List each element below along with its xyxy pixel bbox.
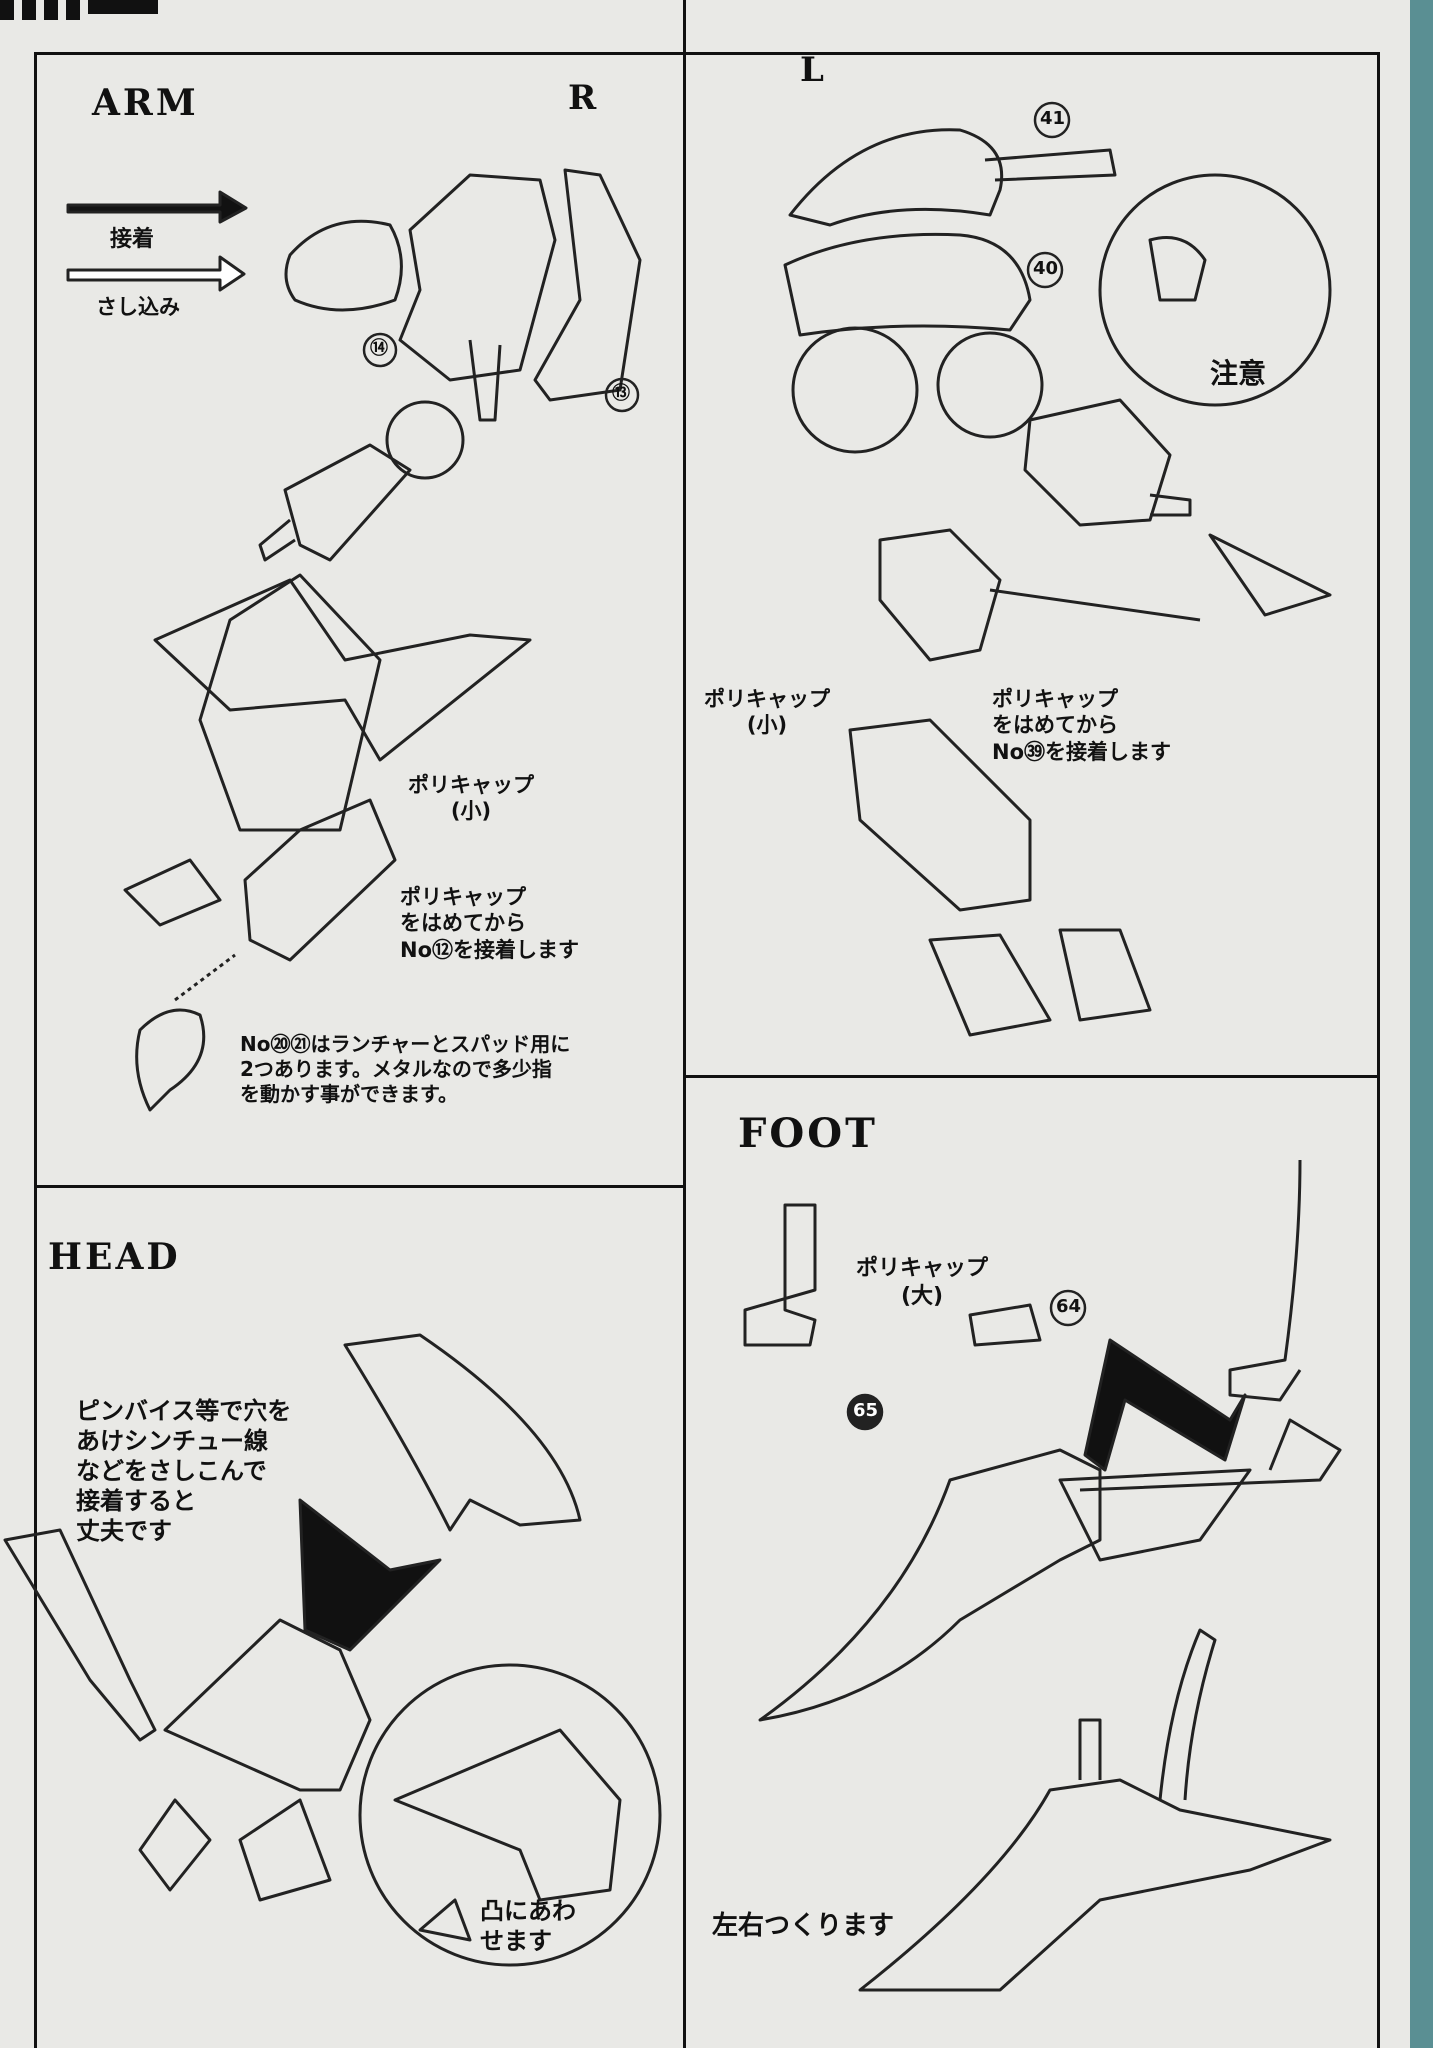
part-14-label: ⑭ xyxy=(370,338,388,359)
left-divider xyxy=(34,1185,686,1188)
foot-pin-part xyxy=(743,1203,817,1347)
caution-label: 注意 xyxy=(1210,357,1267,390)
polycap-note-r: ポリキャップ をはめてから No⑫を接着します xyxy=(400,885,580,962)
head-align-note: 凸にあわ せます xyxy=(480,1897,576,1955)
l-hand-part xyxy=(1058,928,1152,1022)
head-z-arrow xyxy=(298,1498,442,1652)
foot-polycap-part xyxy=(968,1303,1042,1347)
insert-arrow-icon xyxy=(66,255,246,292)
head-crest-part xyxy=(343,1333,582,1532)
head-tip-note: ピンバイス等で穴を あけシンチュー線 などをさしこんで 接着すると 丈夫です xyxy=(76,1397,292,1545)
detail-circle xyxy=(1098,173,1332,407)
part-41-label: 41 xyxy=(1040,108,1066,129)
assembled-foot-part xyxy=(858,1778,1332,1992)
l-upper-arm-part xyxy=(1023,398,1172,527)
side-r-label: R xyxy=(568,78,600,118)
head-block-part xyxy=(163,1618,372,1792)
l-elbow-part xyxy=(878,528,1002,662)
foot-both-sides: 左右つくります xyxy=(712,1911,895,1941)
l-forearm-part xyxy=(848,718,1032,912)
part-64-label: 64 xyxy=(1056,1296,1082,1317)
polycap-note-l: ポリキャップ をはめてから No㊴を接着します xyxy=(992,687,1172,764)
wrist-block-part xyxy=(123,858,222,927)
center-divider xyxy=(683,0,686,2048)
side-l-label: L xyxy=(800,50,827,90)
foot-title: FOOT xyxy=(738,1110,878,1157)
head-antenna-part xyxy=(3,1528,157,1742)
metal-note: No⑳㉑はランチャーとスパッド用に 2つあります。メタルなので多少指 を動かす事… xyxy=(240,1032,571,1106)
part-65-label: 65 xyxy=(853,1400,879,1421)
shoulder-plate-part xyxy=(533,168,642,402)
head-title: HEAD xyxy=(48,1236,181,1278)
outer-frame xyxy=(34,52,1380,2048)
right-divider xyxy=(683,1075,1380,1078)
part-13-label: ⑬ xyxy=(612,383,630,404)
foot-body-part xyxy=(758,1448,1102,1722)
upper-arm-part xyxy=(283,443,412,562)
corner-stripes xyxy=(0,0,160,20)
l-shoulder-cap-part xyxy=(788,128,1004,227)
glue-arrow-icon xyxy=(66,190,248,224)
forearm-z-outline xyxy=(153,578,532,762)
l-shoulder-armor-part xyxy=(783,232,1032,337)
l-cuff-part xyxy=(928,933,1052,1037)
legend-glue-label: 接着 xyxy=(110,227,155,252)
hand-mount-part xyxy=(243,798,397,962)
polycap-small-l: ポリキャップ (小) xyxy=(704,687,830,738)
foot-strut-part xyxy=(1228,1159,1302,1402)
polycap-small-r: ポリキャップ (小) xyxy=(408,773,534,824)
head-detail-circle xyxy=(358,1663,662,1967)
shoulder-block-part xyxy=(398,173,557,382)
foot-z-arrow xyxy=(1083,1338,1247,1472)
forearm-part xyxy=(198,573,382,832)
foot-heel-part xyxy=(1058,1468,1252,1562)
part-40-label: 40 xyxy=(1033,258,1059,279)
legend-insert-label: さし込み xyxy=(96,295,180,319)
shoulder-cap-part xyxy=(284,219,403,312)
claw-hand-part xyxy=(135,1008,206,1112)
arm-title: ARM xyxy=(92,82,199,124)
foot-polycap-large: ポリキャップ (大) xyxy=(856,1256,989,1309)
